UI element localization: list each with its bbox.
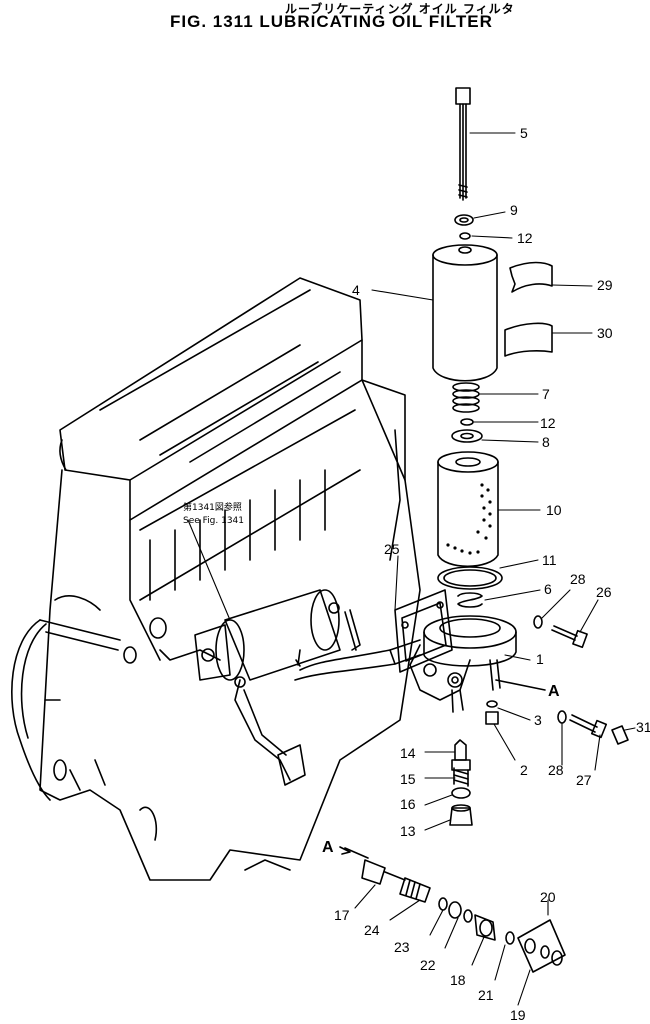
figure-title: FIG. 1311 LUBRICATING OIL FILTER bbox=[170, 12, 493, 31]
bolt-27-drawing bbox=[569, 714, 608, 739]
plug-2-drawing bbox=[485, 711, 499, 725]
washer-3-drawing bbox=[486, 700, 498, 708]
spring-6-drawing bbox=[457, 592, 483, 608]
o-ring-12a-drawing bbox=[459, 232, 471, 240]
band-30-drawing bbox=[504, 322, 553, 357]
washer-28b-drawing bbox=[557, 710, 567, 724]
part-label-26: 26 bbox=[596, 584, 612, 600]
arrow-a-upper bbox=[495, 679, 546, 691]
part-label-24: 24 bbox=[364, 922, 380, 938]
washer-28a-drawing bbox=[533, 615, 543, 629]
part-label-5: 5 bbox=[520, 125, 528, 141]
reference-note-en: See Fig. 1341 bbox=[183, 516, 244, 526]
part-label-27: 27 bbox=[576, 772, 592, 788]
part-label-21: 21 bbox=[478, 987, 494, 1003]
part-label-16: 16 bbox=[400, 796, 416, 812]
bolt-5-drawing bbox=[455, 87, 471, 201]
washer-9-drawing bbox=[454, 214, 474, 226]
part-label-15: 15 bbox=[400, 771, 416, 787]
part-label-1: 1 bbox=[536, 651, 544, 667]
filter-element-10-drawing bbox=[437, 451, 499, 567]
relief-valve-assembly-drawing bbox=[344, 847, 566, 973]
part-label-30: 30 bbox=[597, 325, 613, 341]
reference-note-jp: 第1341図参照 bbox=[183, 501, 242, 513]
part-label-8: 8 bbox=[542, 434, 550, 450]
engine-block-drawing bbox=[11, 277, 421, 881]
part-label-23: 23 bbox=[394, 939, 410, 955]
title-japanese: ルーブリケーティング オイル フィルタ bbox=[285, 2, 515, 16]
part-label-28a: 28 bbox=[570, 571, 586, 587]
part-label-29: 29 bbox=[597, 277, 613, 293]
filter-head-1-drawing bbox=[409, 615, 517, 713]
spring-7-drawing bbox=[452, 382, 480, 413]
part-label-14: 14 bbox=[400, 745, 416, 761]
bolt-26-drawing bbox=[551, 625, 588, 649]
part-label-11: 11 bbox=[542, 552, 557, 568]
part-label-25: 25 bbox=[384, 541, 400, 557]
gasket-11-drawing bbox=[437, 566, 503, 590]
part-label-31: 31 bbox=[636, 719, 650, 735]
part-label-12: 12 bbox=[517, 230, 533, 246]
arrow-label-a-lower: A bbox=[322, 839, 334, 856]
part-label-22: 22 bbox=[420, 957, 436, 973]
fitting-31-drawing bbox=[611, 725, 629, 745]
part-label-7: 7 bbox=[542, 386, 550, 402]
washer-16-drawing bbox=[451, 787, 471, 799]
part-label-19: 19 bbox=[510, 1007, 526, 1023]
part-label-12b: 12 bbox=[540, 415, 556, 431]
part-label-18: 18 bbox=[450, 972, 466, 988]
spring-15-drawing bbox=[453, 767, 469, 787]
part-label-6: 6 bbox=[544, 581, 552, 597]
part-label-10: 10 bbox=[546, 502, 562, 518]
o-ring-12b-drawing bbox=[460, 418, 474, 426]
plug-13-drawing bbox=[449, 804, 473, 826]
band-29-drawing bbox=[509, 261, 553, 293]
part-label-13: 13 bbox=[400, 823, 416, 839]
part-label-28b: 28 bbox=[548, 762, 564, 778]
valve-14-drawing bbox=[451, 739, 471, 771]
part-label-20: 20 bbox=[540, 889, 556, 905]
part-label-3: 3 bbox=[534, 712, 542, 728]
part-label-9: 9 bbox=[510, 202, 518, 218]
filter-case-4-drawing bbox=[432, 244, 498, 382]
arrow-label-a-upper: A bbox=[548, 683, 560, 700]
part-label-17: 17 bbox=[334, 907, 350, 923]
seat-8-drawing bbox=[451, 429, 483, 443]
part-label-4: 4 bbox=[352, 282, 360, 298]
oil-line-drawing bbox=[294, 609, 421, 681]
part-label-2: 2 bbox=[520, 762, 528, 778]
secondary-filter-drawing bbox=[194, 589, 341, 786]
